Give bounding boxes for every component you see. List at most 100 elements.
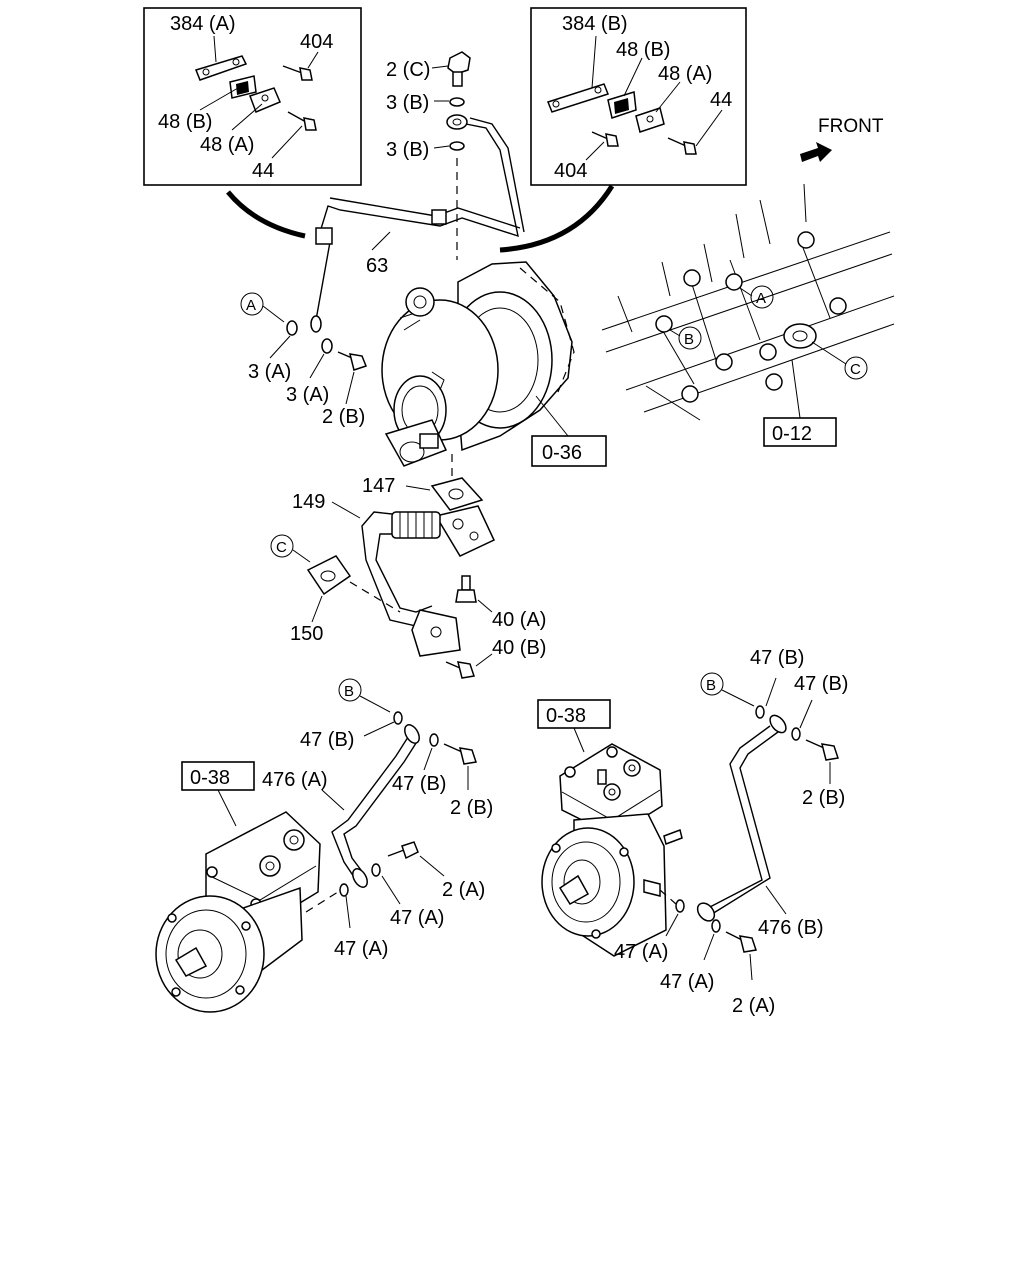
washer-3a-first bbox=[286, 320, 298, 336]
left-circle-b bbox=[338, 678, 362, 702]
left-compressor-flange bbox=[155, 895, 265, 1013]
bolt-404-right bbox=[591, 131, 609, 140]
left-inset-arc bbox=[226, 190, 306, 239]
washer-47a-right-upper bbox=[675, 899, 685, 913]
label-3a-first: 3 (A) bbox=[248, 361, 291, 383]
label-150: 150 bbox=[290, 623, 323, 645]
washer-47b-right-upper bbox=[755, 705, 765, 719]
block-circle-b-text: B bbox=[684, 331, 694, 348]
bolt-2b-right bbox=[805, 739, 825, 749]
label-40b: 40 (B) bbox=[492, 637, 546, 659]
return-pipe-lower-flange bbox=[411, 609, 461, 657]
bolt-44 bbox=[287, 111, 307, 123]
inset-right: 384 (B) 48 (B) 48 (A) 44 404 bbox=[530, 7, 747, 186]
label-48b: 48 (B) bbox=[158, 111, 212, 133]
block-circle-a-text: A bbox=[756, 290, 766, 307]
right-circle-b bbox=[700, 672, 724, 696]
label-2a-left: 2 (A) bbox=[442, 879, 485, 901]
oil-feed-group: 2 (C) 3 (B) 3 (B) 63 A 3 (A) 3 (A) bbox=[240, 51, 525, 428]
bolt-40a bbox=[461, 575, 471, 591]
clip-48a bbox=[249, 87, 281, 113]
block-circle-a bbox=[750, 285, 774, 309]
washer-47b-left-outer bbox=[393, 711, 403, 725]
banjo-fitting bbox=[446, 114, 468, 130]
label-2c: 2 (C) bbox=[386, 59, 430, 81]
engine-block: A B C 0-12 bbox=[601, 183, 895, 447]
left-circle-b-text: B bbox=[344, 683, 354, 700]
label-47a-right-lower: 47 (A) bbox=[660, 971, 714, 993]
left-compressor-group: 0-38 476 (A) B 47 (B) bbox=[155, 678, 493, 1013]
label-63: 63 bbox=[366, 255, 388, 277]
label-47b-right-upper: 47 (B) bbox=[750, 647, 804, 669]
ref-box-0-38-right bbox=[537, 699, 611, 729]
block-oil-flange bbox=[783, 323, 817, 349]
block-circle-b bbox=[678, 326, 702, 350]
washer-47a-right-lower bbox=[711, 919, 721, 933]
bolt-2c bbox=[447, 51, 471, 75]
label-3b-upper: 3 (B) bbox=[386, 92, 429, 114]
label-47a-left-lower: 47 (A) bbox=[334, 938, 388, 960]
washer-47a-left-lower bbox=[339, 883, 349, 897]
label-2a-right: 2 (A) bbox=[732, 995, 775, 1017]
bolt-44-right bbox=[667, 137, 687, 147]
label-2b-left: 2 (B) bbox=[450, 797, 493, 819]
right-inset-arc bbox=[499, 184, 615, 253]
ref-box-0-36 bbox=[531, 435, 607, 467]
wastegate-actuator bbox=[405, 287, 435, 317]
ref-box-0-12 bbox=[763, 417, 837, 447]
bolt-2b-top bbox=[337, 351, 353, 359]
label-147: 147 bbox=[362, 475, 395, 497]
front-label: FRONT bbox=[818, 116, 884, 137]
block-circle-c-text: C bbox=[850, 361, 861, 378]
washer-3a-second bbox=[321, 338, 333, 354]
front-indicator: FRONT bbox=[800, 116, 884, 162]
label-404-right: 404 bbox=[554, 160, 587, 182]
turbocharger: 0-36 bbox=[381, 261, 607, 467]
inset-left: 384 (A) 404 48 (B) 48 (A) 44 bbox=[143, 7, 362, 186]
label-476a: 476 (A) bbox=[262, 769, 328, 791]
label-384a: 384 (A) bbox=[170, 13, 236, 35]
label-47b-right-lower: 47 (B) bbox=[794, 673, 848, 695]
clip-48a-right bbox=[635, 107, 665, 133]
circle-a-text: A bbox=[246, 297, 256, 314]
bolt-404 bbox=[282, 65, 303, 74]
ref-0-38-right: 0-38 bbox=[546, 705, 586, 727]
washer-47b-left-inner bbox=[429, 733, 439, 747]
ref-0-36: 0-36 bbox=[542, 442, 582, 464]
gasket-147 bbox=[430, 477, 484, 511]
pipe-476a bbox=[331, 733, 411, 881]
label-47a-left-upper: 47 (A) bbox=[390, 907, 444, 929]
label-2b-top: 2 (B) bbox=[322, 406, 365, 428]
label-3b-lower: 3 (B) bbox=[386, 139, 429, 161]
label-44-right: 44 bbox=[710, 89, 732, 111]
block-port-1 bbox=[683, 269, 701, 287]
washer-3b-lower bbox=[449, 141, 465, 151]
label-476b: 476 (B) bbox=[758, 917, 824, 939]
bolt-40b bbox=[445, 661, 461, 669]
bolt-2b-left bbox=[443, 743, 463, 753]
bracket-384b bbox=[547, 83, 609, 113]
label-47a-right-upper: 47 (A) bbox=[614, 941, 668, 963]
oil-return-group: 147 149 C 150 40 (A) bbox=[270, 454, 546, 679]
right-circle-b-text: B bbox=[706, 677, 716, 694]
right-compressor-group: 0-38 476 (B) B 47 (B) bbox=[537, 647, 848, 1017]
circle-a bbox=[240, 292, 264, 316]
pipe-clamp bbox=[315, 227, 333, 245]
return-pipe-flange bbox=[434, 505, 495, 557]
label-48a-right: 48 (A) bbox=[658, 63, 712, 85]
circle-c-text: C bbox=[276, 539, 287, 556]
label-149: 149 bbox=[292, 491, 325, 513]
bolt-2a-right bbox=[725, 931, 743, 941]
label-48a: 48 (A) bbox=[200, 134, 254, 156]
label-48b-right: 48 (B) bbox=[616, 39, 670, 61]
ref-0-12: 0-12 bbox=[772, 423, 812, 445]
label-384b: 384 (B) bbox=[562, 13, 628, 35]
front-arrow-icon bbox=[800, 142, 832, 162]
washer-47a-left-upper bbox=[371, 863, 381, 877]
label-40a: 40 (A) bbox=[492, 609, 546, 631]
circle-c bbox=[270, 534, 294, 558]
gasket-150 bbox=[306, 555, 352, 596]
block-circle-c bbox=[844, 356, 868, 380]
bolt-2a-left bbox=[387, 849, 405, 857]
